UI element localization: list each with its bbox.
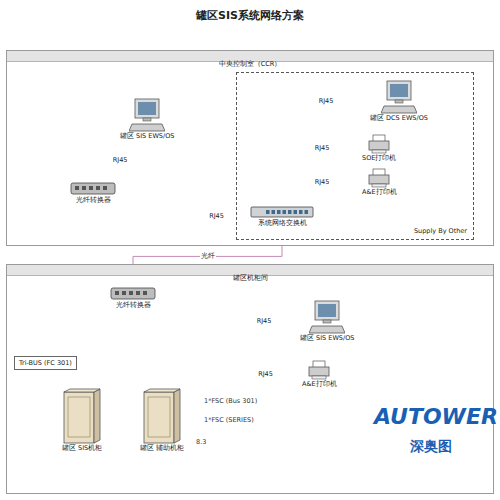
link-label: RJ45 bbox=[256, 317, 273, 325]
device-label: A&E打印机 bbox=[302, 380, 337, 389]
device-label: 罐区 SIS EWS/OS bbox=[300, 334, 354, 343]
workstation: 罐区 SIS EWS/OS bbox=[120, 98, 174, 141]
printer-icon bbox=[307, 360, 331, 380]
network-switch-icon bbox=[250, 205, 314, 219]
cabinet-icon bbox=[143, 388, 181, 444]
diagram-title: 罐区SIS系统网络方案 bbox=[0, 8, 500, 23]
port bbox=[143, 291, 147, 295]
fiber-converter-icon bbox=[70, 180, 116, 196]
cabinet: 罐区 SIS机柜 bbox=[62, 388, 102, 453]
link-label: RJ45 bbox=[257, 370, 274, 378]
printer: A&E打印机 bbox=[362, 168, 397, 197]
link-label: RJ45 bbox=[318, 97, 335, 105]
note-label: 1*FSC (SERIES) bbox=[204, 416, 254, 424]
fiber-converter-icon bbox=[110, 285, 156, 301]
band-title: 罐区机柜间 bbox=[233, 273, 268, 283]
band-title: 中央控制室（CCR） bbox=[219, 59, 282, 69]
port bbox=[136, 291, 140, 295]
device-label: 罐区 SIS机柜 bbox=[62, 444, 102, 453]
bus-box: Tri-BUS (FC 301) bbox=[14, 356, 77, 370]
port bbox=[294, 210, 298, 214]
workstation-icon bbox=[381, 80, 417, 114]
printer-icon bbox=[367, 168, 391, 188]
device-label: 系统网络交换机 bbox=[250, 219, 314, 228]
link-label: RJ45 bbox=[112, 156, 129, 164]
port bbox=[272, 210, 276, 214]
port bbox=[283, 210, 287, 214]
port bbox=[75, 186, 79, 190]
port bbox=[305, 210, 309, 214]
fiber-converter: 光纤转换器 bbox=[70, 180, 116, 205]
link-label: RJ45 bbox=[208, 212, 225, 220]
logo-text: AUTOWER bbox=[374, 404, 498, 429]
workstation-icon bbox=[309, 300, 345, 334]
cabinet-icon bbox=[63, 388, 101, 444]
network-switch: 系统网络交换机 bbox=[250, 205, 314, 228]
band-header: 中央控制室（CCR） bbox=[7, 51, 493, 62]
note-label: 8.3 bbox=[196, 438, 206, 446]
printer: A&E打印机 bbox=[302, 360, 337, 389]
port bbox=[266, 210, 270, 214]
logo-subtext: 深奥图 bbox=[410, 438, 452, 456]
device-label: 光纤转换器 bbox=[110, 301, 156, 310]
device-label: 罐区 SIS EWS/OS bbox=[120, 132, 174, 141]
fiber-converter: 光纤转换器 bbox=[110, 285, 156, 310]
workstation-icon bbox=[129, 98, 165, 132]
port bbox=[96, 186, 100, 190]
port bbox=[129, 291, 133, 295]
supply-boundary: Supply By Other 系统网络交换机 罐区 DCS EWS/OS SOE打印… bbox=[236, 72, 474, 240]
port bbox=[277, 210, 281, 214]
area-band: 罐区机柜间光纤转换器罐区 SIS EWS/OS A&E打印机 Tri-BUS (FC… bbox=[6, 264, 494, 494]
boundary-note: Supply By Other bbox=[414, 227, 467, 235]
note-label: 1*FSC (Bus 301) bbox=[204, 397, 257, 405]
area-band: 中央控制室（CCR） Supply By Other 系统网络交换机 罐区 DCS E… bbox=[6, 50, 494, 246]
port bbox=[122, 291, 126, 295]
device-label: 罐区 辅助机柜 bbox=[140, 444, 184, 453]
workstation: 罐区 SIS EWS/OS bbox=[300, 300, 354, 343]
link-label: 光纤 bbox=[200, 252, 216, 261]
printer: SOE打印机 bbox=[362, 134, 396, 163]
link-label: RJ45 bbox=[314, 144, 331, 152]
port bbox=[288, 210, 292, 214]
device-label: 罐区 DCS EWS/OS bbox=[370, 114, 428, 123]
workstation: 罐区 DCS EWS/OS bbox=[370, 80, 428, 123]
box-text: Tri-BUS (FC 301) bbox=[19, 359, 72, 367]
device-label: A&E打印机 bbox=[362, 188, 397, 197]
device-label: SOE打印机 bbox=[362, 154, 396, 163]
device-label: 光纤转换器 bbox=[70, 196, 116, 205]
printer-icon bbox=[367, 134, 391, 154]
port bbox=[115, 291, 119, 295]
port bbox=[82, 186, 86, 190]
port bbox=[103, 186, 107, 190]
port bbox=[299, 210, 303, 214]
band-header: 罐区机柜间 bbox=[7, 265, 493, 276]
link-label: RJ45 bbox=[314, 178, 331, 186]
cabinet: 罐区 辅助机柜 bbox=[140, 388, 184, 453]
port bbox=[89, 186, 93, 190]
